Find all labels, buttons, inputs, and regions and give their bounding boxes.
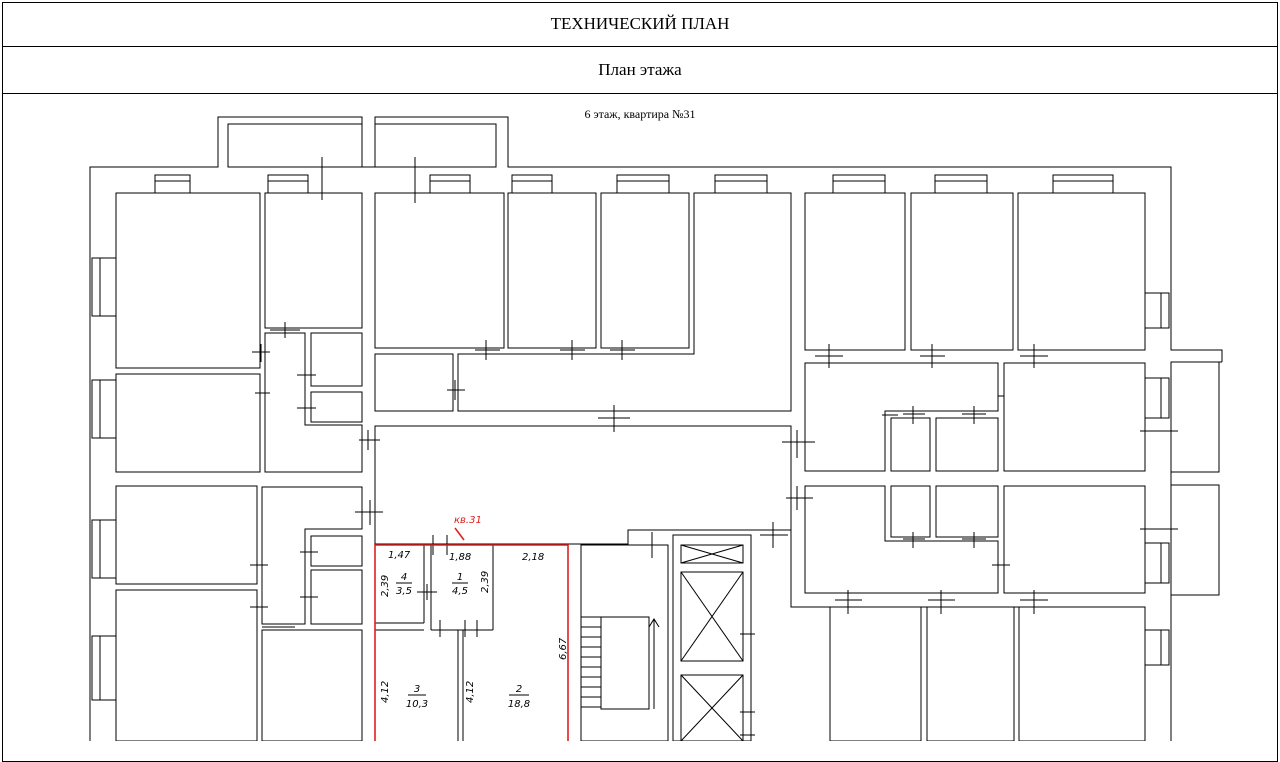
room-number: 2 <box>516 684 522 695</box>
windows-top <box>154 174 1114 194</box>
room-area: 18,8 <box>508 699 530 710</box>
dimension-4: 2,39 <box>380 575 391 597</box>
balcony-left <box>227 123 363 168</box>
apartment-31-walls <box>375 545 494 741</box>
windows-left <box>91 257 117 701</box>
building-outline <box>89 116 1223 741</box>
balcony-right <box>374 123 497 168</box>
room-number: 1 <box>457 572 463 583</box>
dimension-7: 4,12 <box>380 681 391 703</box>
room-area: 3,5 <box>396 586 412 597</box>
apartment-label: кв.31 <box>454 515 482 526</box>
room-label-4: 4 3,5 <box>396 572 412 597</box>
apartment-31-outline <box>374 527 569 741</box>
floor-plan: кв.31 1,47 1,88 2,18 2,39 2,39 6,67 4,12… <box>89 116 1223 741</box>
door-marks <box>250 157 1178 736</box>
document-title: ТЕХНИЧЕСКИЙ ПЛАН <box>2 2 1278 47</box>
room-number: 3 <box>414 684 420 695</box>
dimension-5: 2,39 <box>480 571 491 593</box>
room-label-2: 2 18,8 <box>508 684 530 710</box>
windows-right <box>1144 292 1170 666</box>
section-title: План этажа <box>2 47 1278 94</box>
dimension-3: 2,18 <box>522 552 544 563</box>
floor-caption: 6 этаж, квартира №31 <box>584 107 696 121</box>
room-label-3: 3 10,3 <box>406 684 428 710</box>
side-bay-upper <box>1170 361 1220 473</box>
dimension-8: 4,12 <box>465 681 476 703</box>
rooms-left <box>115 192 363 741</box>
elevator-shafts <box>672 534 752 741</box>
room-area: 10,3 <box>406 699 428 710</box>
room-number: 4 <box>401 572 407 583</box>
room-area: 4,5 <box>452 586 468 597</box>
room-label-1: 1 4,5 <box>452 572 468 597</box>
stairwell <box>580 544 669 741</box>
rooms-middle-top <box>374 192 792 545</box>
side-bay-lower <box>1170 484 1220 596</box>
dimension-1: 1,47 <box>388 550 411 561</box>
dimension-6: 6,67 <box>558 637 569 660</box>
dimension-2: 1,88 <box>449 552 471 563</box>
rooms-right <box>790 192 1146 741</box>
